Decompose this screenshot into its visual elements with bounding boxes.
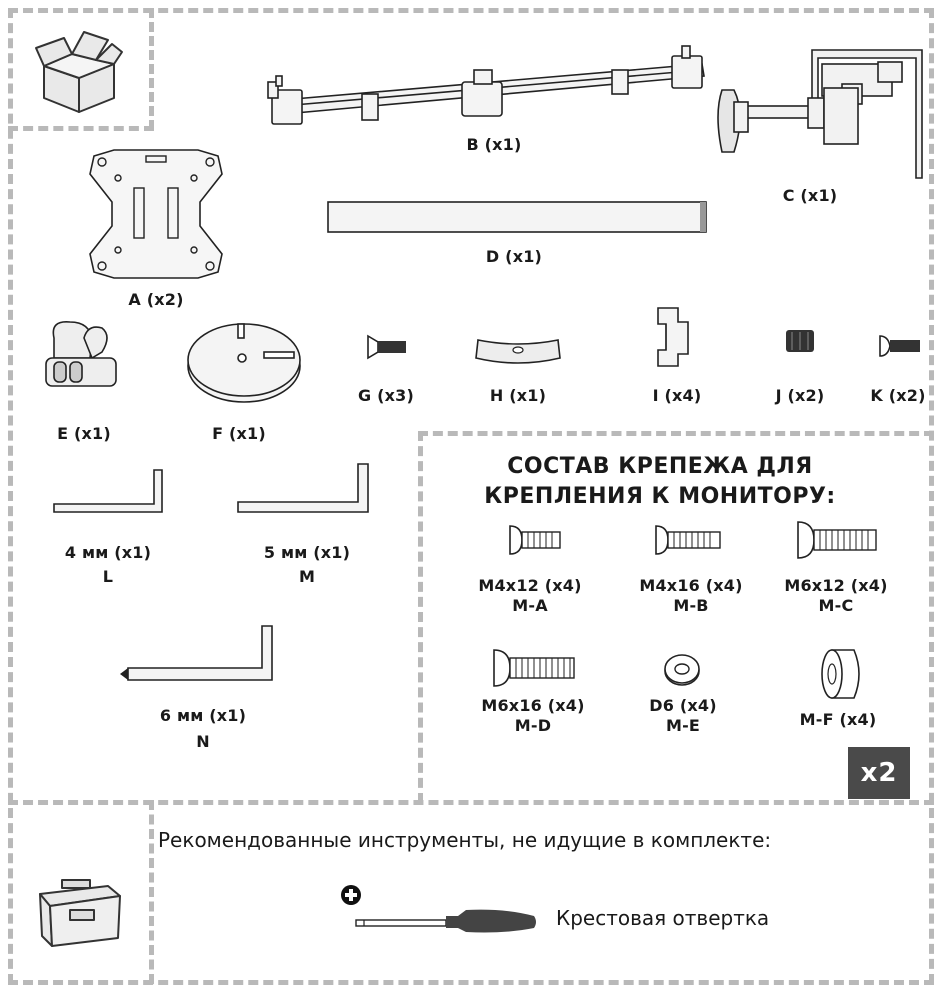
wrench-m-icon [237,463,369,513]
hardware-title: СОСТАВ КРЕПЕЖА ДЛЯ КРЕПЛЕНИЯ К МОНИТОРУ: [450,452,870,512]
screw-m-d-code: M-D [514,716,552,735]
screwdriver-label: Крестовая отвертка [556,906,770,930]
hardware-frame-left [418,431,423,803]
box-corner-right [149,8,154,130]
box-icon [35,31,123,113]
part-h-label: H (x1) [489,386,547,405]
part-e-label: E (x1) [57,424,111,443]
part-f-label: F (x1) [212,424,266,443]
hardware-title-line-2: КРЕПЛЕНИЯ К МОНИТОРУ: [484,484,836,509]
screw-m-d-spec: M6x16 (x4) [481,696,585,715]
part-d-label: D (x1) [485,247,543,266]
part-j-label: J (x2) [775,386,825,405]
multiplier-badge: x2 [848,747,910,799]
part-j-knob-icon [786,330,814,352]
screwdriver-icon [355,909,536,933]
washer-m-e-icon [664,654,700,686]
hardware-title-line-1: СОСТАВ КРЕПЕЖА ДЛЯ [507,454,813,479]
wrench-l-code: L [102,567,114,586]
hardware-frame-top [418,431,934,436]
part-g-label: G (x3) [358,386,414,405]
screw-m-b-spec: M4x16 (x4) [639,576,743,595]
part-b-arm-bar-icon [267,45,705,125]
wrench-n-size: 6 мм (x1) [159,706,247,725]
box-corner-bottom [8,126,154,131]
screw-m-c-icon [797,521,877,559]
part-e-cable-clip-icon [45,321,117,387]
tools-divider [8,800,934,805]
wrench-l-icon [53,469,163,513]
screw-m-a-code: M-A [512,596,548,615]
tools-corner-divider [149,800,154,984]
screw-m-c-code: M-C [818,596,854,615]
screw-m-b-icon [655,525,721,555]
frame-right [929,8,934,984]
screw-m-c-spec: M6x12 (x4) [784,576,888,595]
part-f-base-disc-icon [187,323,301,403]
wrench-m-code: M [298,567,316,586]
part-c-clamp-icon [717,49,923,179]
part-k-label: K (x2) [870,386,926,405]
screw-m-d-icon [493,649,575,687]
washer-m-e-spec: D6 (x4) [649,696,717,715]
wrench-l-size: 4 мм (x1) [64,543,152,562]
spacer-m-f-spec: M-F (x4) [799,710,877,729]
plus-icon [341,885,361,905]
screw-m-a-spec: M4x12 (x4) [478,576,582,595]
screw-m-a-icon [509,525,561,555]
tools-heading: Рекомендованные инструменты, не идущие в… [158,828,772,852]
part-i-label: I (x4) [652,386,702,405]
part-a-vesa-plate-icon [89,149,223,279]
part-c-label: C (x1) [782,186,838,205]
wrench-m-size: 5 мм (x1) [263,543,351,562]
frame-left [8,8,13,984]
part-i-clip-icon [657,307,689,367]
frame-bottom [8,980,934,985]
part-k-screw-icon [879,335,920,357]
part-h-plate-icon [475,339,561,364]
spacer-m-f-icon [821,649,860,699]
toolbox-icon [39,879,121,947]
wrench-n-icon [120,625,273,681]
screw-m-b-code: M-B [673,596,709,615]
wrench-n-code: N [196,732,210,751]
part-d-pole-icon [327,201,707,233]
part-b-label: B (x1) [466,135,522,154]
frame-top [8,8,934,13]
part-a-label: A (x2) [128,290,184,309]
part-g-screw-icon [367,334,406,360]
washer-m-e-code: M-E [665,716,701,735]
